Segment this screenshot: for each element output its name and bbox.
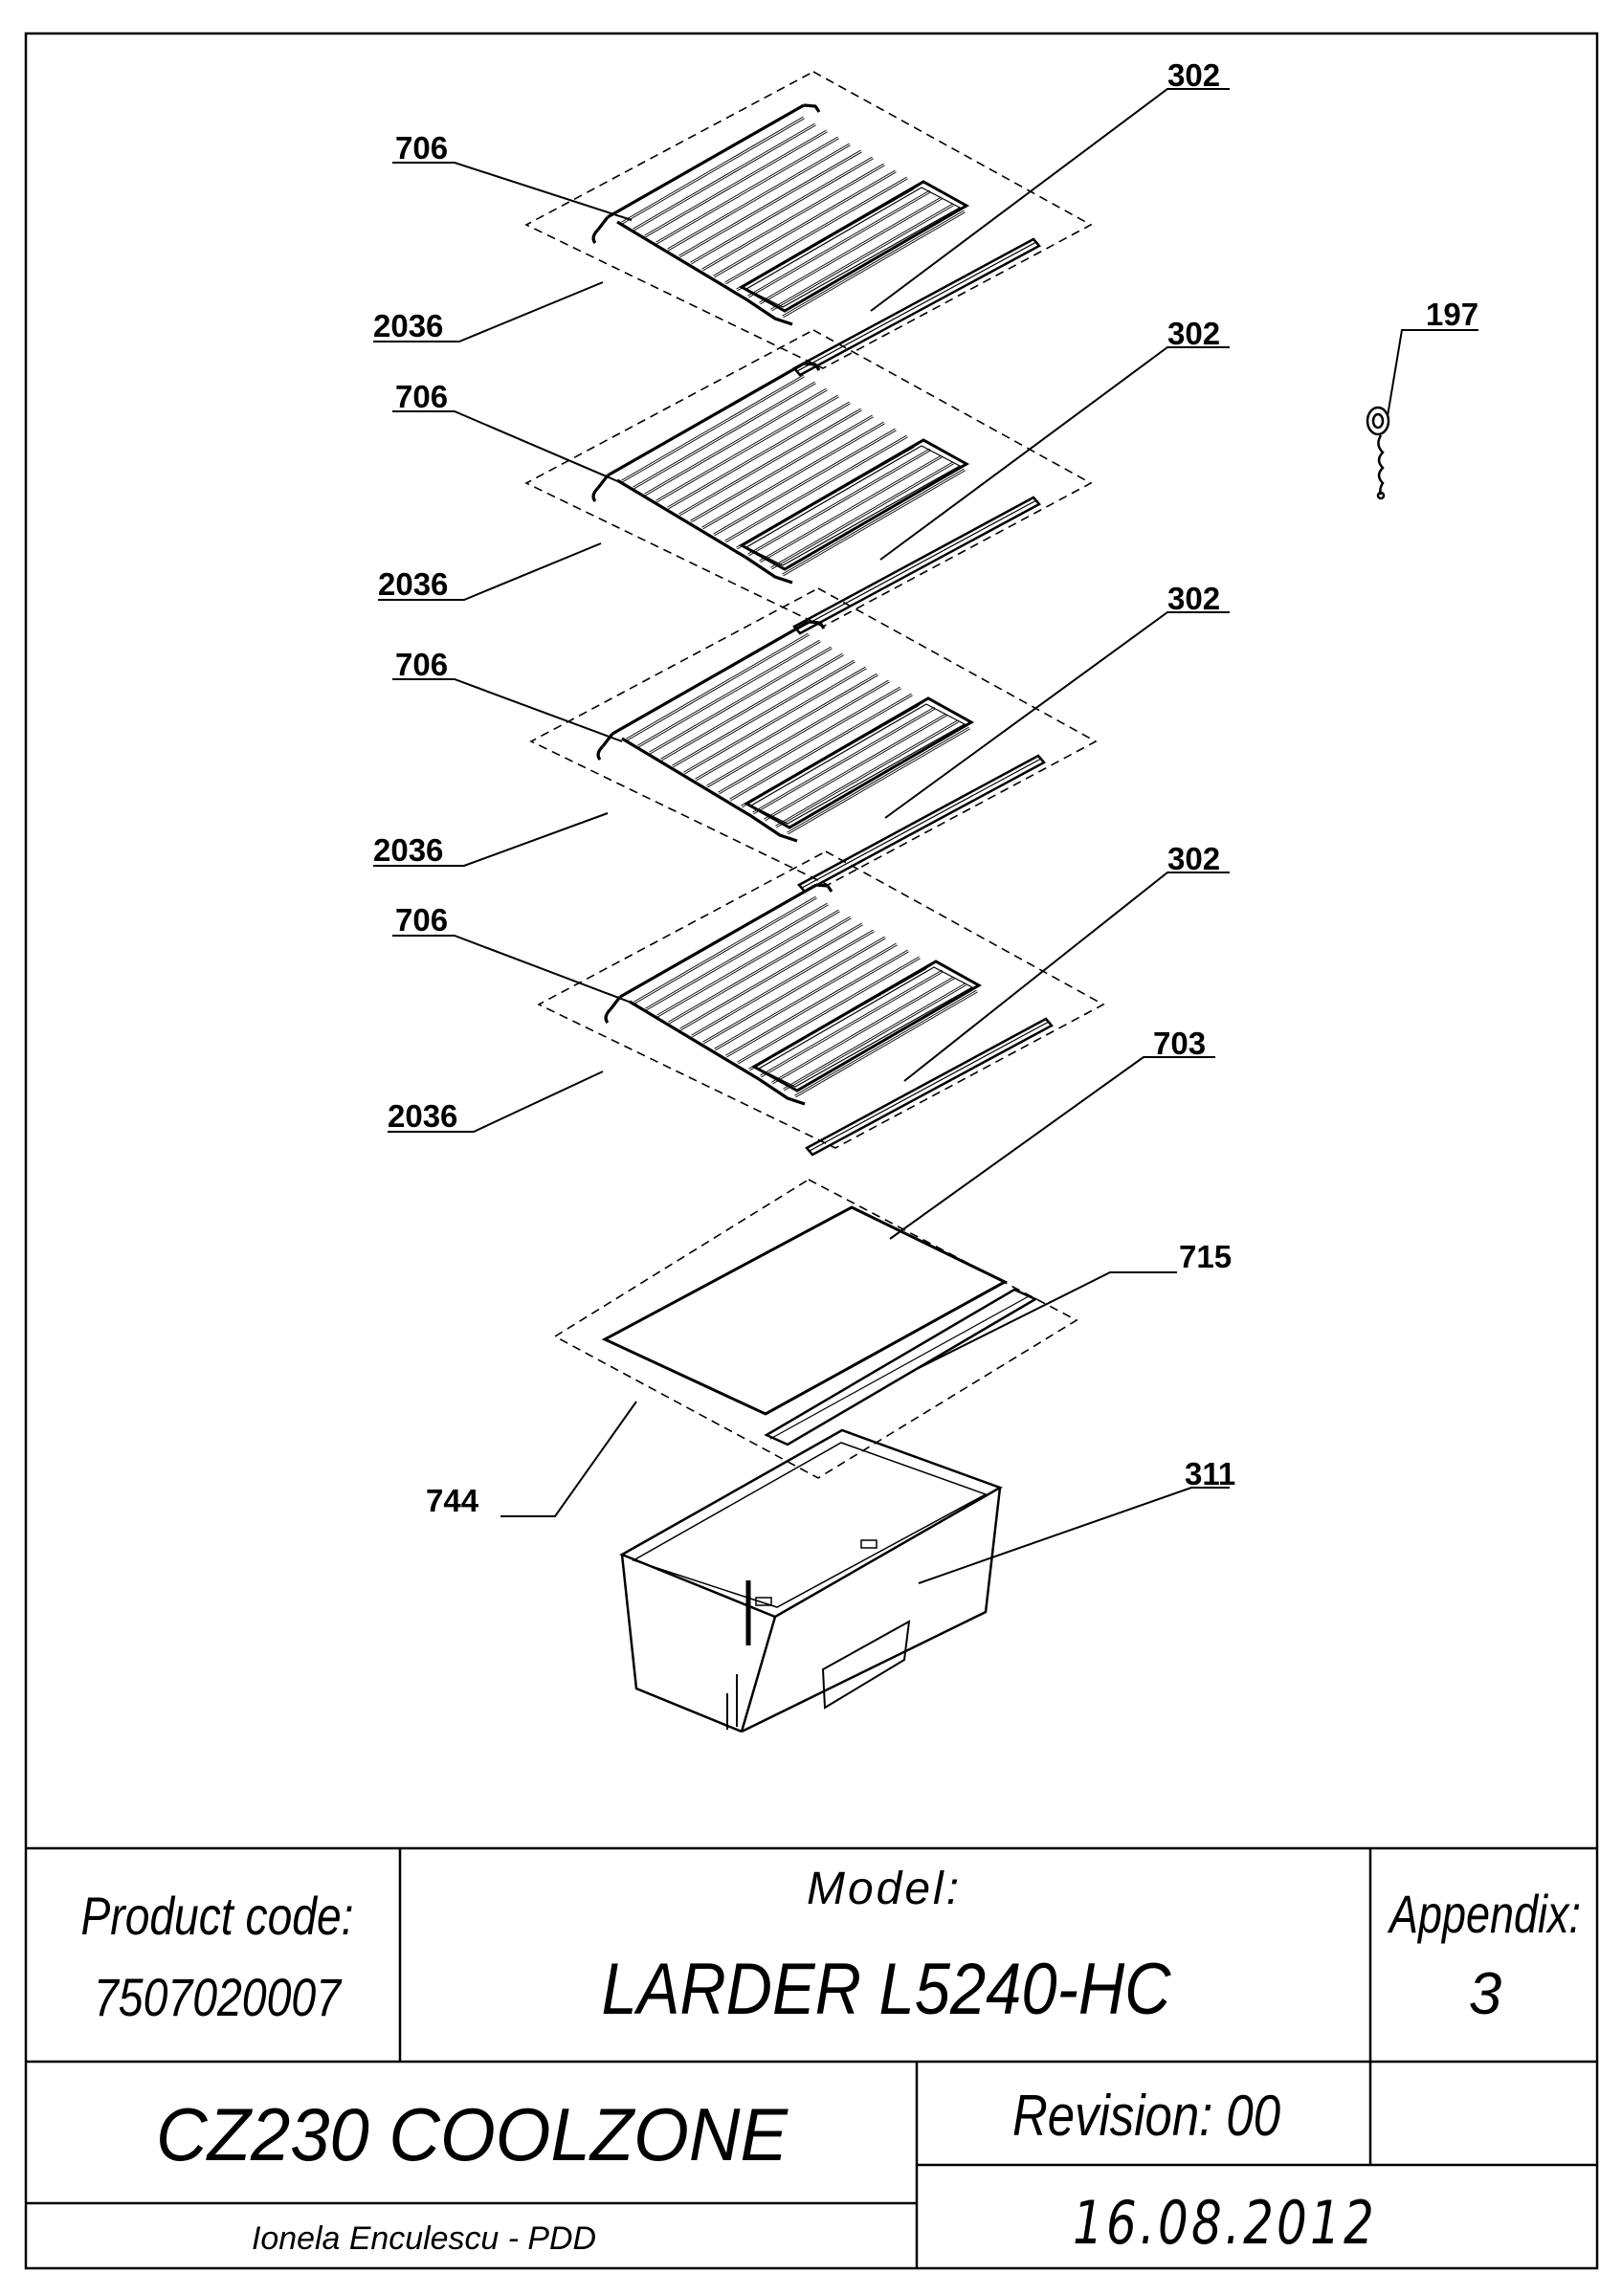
callout-2036: 2036 <box>378 566 448 602</box>
wire-shelf-2 <box>524 328 1093 635</box>
callout-2036: 2036 <box>373 832 443 868</box>
product-code-value: 7507020007 <box>94 1967 343 2027</box>
date: 16.08.2012 <box>1073 2188 1377 2258</box>
product-name: CZ230 COOLZONE <box>156 2092 789 2176</box>
callout-2036: 2036 <box>388 1098 457 1134</box>
callout-302: 302 <box>1167 57 1220 93</box>
model-label: Model: <box>807 1864 962 1914</box>
title-block <box>26 1846 1597 2268</box>
callout-715: 715 <box>1179 1239 1232 1274</box>
callout-706: 706 <box>395 130 448 166</box>
glass-shelf <box>553 1179 1078 1479</box>
model-value: LARDER L5240-HC <box>602 1949 1172 2030</box>
author: Ionela Enculescu - PDD <box>252 2220 596 2257</box>
callout-706: 706 <box>395 647 448 682</box>
drawing-border <box>24 32 1599 2270</box>
callout-labels: 302 706 2036 197 302 706 2036 302 706 20… <box>373 57 1478 1518</box>
callout-706: 706 <box>395 902 448 938</box>
wire-shelf-1 <box>524 70 1093 377</box>
clip-part-197 <box>1366 406 1390 500</box>
wire-shelf-4 <box>537 850 1105 1157</box>
revision: Revision: 00 <box>1012 2084 1280 2148</box>
crisper-drawer <box>619 1428 1003 1733</box>
callout-302: 302 <box>1167 841 1220 876</box>
callout-744: 744 <box>426 1483 479 1518</box>
appendix-label: Appendix: <box>1388 1884 1581 1944</box>
product-code-label: Product code: <box>81 1886 354 1946</box>
callout-302: 302 <box>1167 316 1220 351</box>
callout-311: 311 <box>1185 1456 1235 1491</box>
callout-302: 302 <box>1167 581 1220 616</box>
callout-706: 706 <box>395 379 448 414</box>
appendix-value: 3 <box>1469 1961 1501 2027</box>
leader-lines <box>373 88 1478 1584</box>
callout-703: 703 <box>1153 1026 1206 1061</box>
callout-197: 197 <box>1426 297 1478 332</box>
callout-2036: 2036 <box>373 308 443 343</box>
